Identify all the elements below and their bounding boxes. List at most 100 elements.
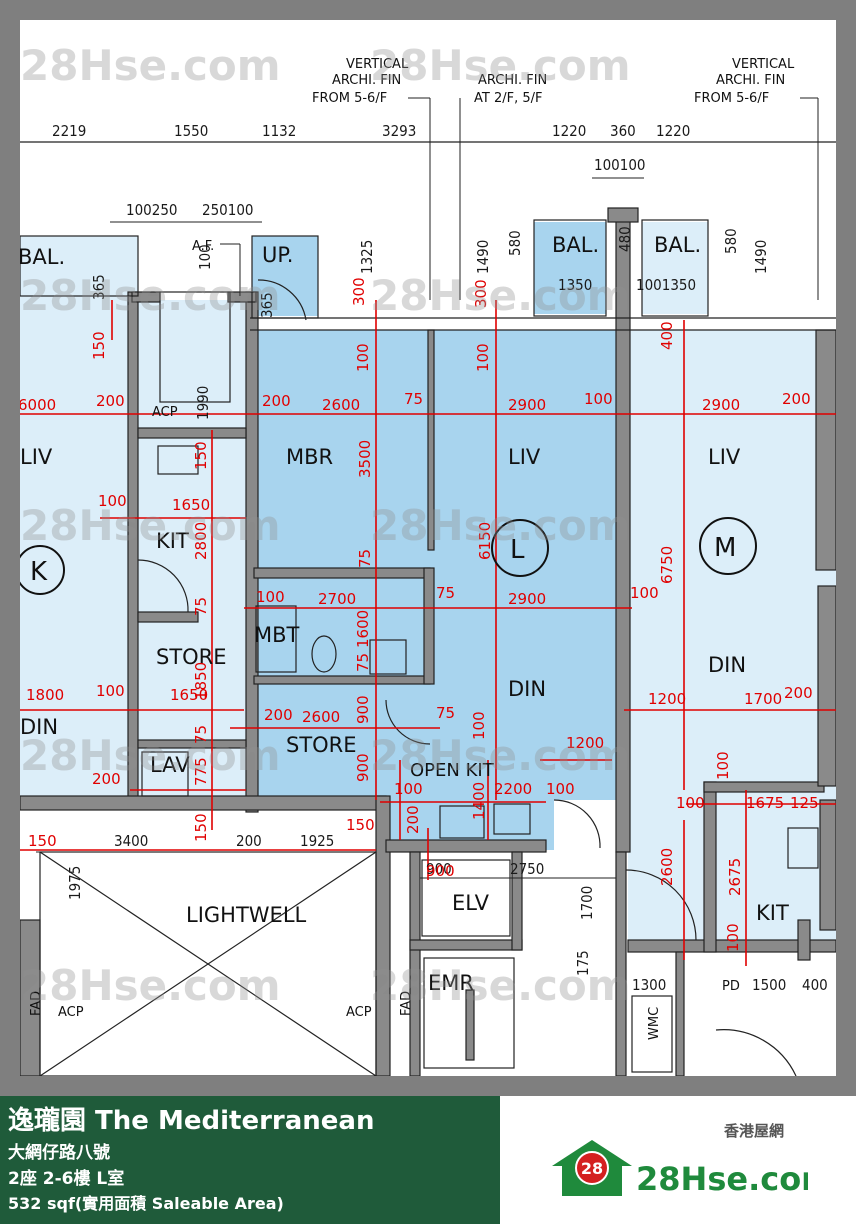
wall xyxy=(227,291,257,303)
dim-900b: 900 xyxy=(426,860,452,878)
footer-info-panel xyxy=(0,1096,520,1224)
wall xyxy=(20,795,387,811)
room-din-m: DIN xyxy=(708,653,746,677)
watermark: 28Hse.com xyxy=(370,961,631,1010)
dim-1550: 1550 xyxy=(174,122,208,140)
note-fin-left-3: FROM 5-6/F xyxy=(312,91,387,106)
red-dim-75e: 75 xyxy=(354,653,372,672)
sink xyxy=(787,827,819,869)
room-emr: EMR xyxy=(428,971,474,995)
red-dim-150c: 150 xyxy=(192,813,210,842)
watermark: 28Hse.com xyxy=(20,41,281,90)
red-dim-100b: 100 xyxy=(474,343,492,372)
logo-number: 28 xyxy=(581,1159,603,1178)
red-dim-150a: 150 xyxy=(90,331,108,360)
flat-l-fill xyxy=(254,330,624,800)
bathtub xyxy=(255,605,297,673)
room-open-kit: OPEN KIT xyxy=(410,760,495,781)
door-swing xyxy=(137,559,189,613)
red-dim-100i: 100 xyxy=(394,780,423,798)
red-dim-200b: 200 xyxy=(262,392,291,410)
door-swing xyxy=(553,799,601,849)
red-dim-2700: 2700 xyxy=(318,590,356,608)
flat-m-marker xyxy=(699,517,757,575)
room-bal-right: BAL. xyxy=(654,233,701,257)
wall xyxy=(511,851,523,951)
door-swing xyxy=(257,279,307,321)
wall xyxy=(703,781,717,953)
red-dim-2675: 2675 xyxy=(726,858,744,896)
room-store-k: STORE xyxy=(156,645,227,669)
red-dim-150b: 150 xyxy=(192,441,210,470)
outlines xyxy=(20,141,836,1076)
red-dim-100d: 100 xyxy=(98,492,127,510)
red-dim-100a: 100 xyxy=(354,343,372,372)
wall xyxy=(819,799,836,931)
hob xyxy=(439,805,485,839)
wall xyxy=(375,795,391,1076)
note-fin-right-3: FROM 5-6/F xyxy=(694,91,769,106)
label-l: L xyxy=(510,535,525,565)
dim-365a: 365 xyxy=(90,274,108,300)
door-swing xyxy=(715,1029,797,1076)
balcony-outline xyxy=(533,219,607,317)
note-fin-left-2: ARCHI. FIN xyxy=(332,73,401,88)
dim-1490a: 1490 xyxy=(474,240,492,274)
red-dim-3500: 3500 xyxy=(356,440,374,478)
red-dim-100m: 100 xyxy=(724,923,742,952)
wall xyxy=(385,839,547,853)
red-dim-900c: 900 xyxy=(354,753,372,782)
footer-brand-panel xyxy=(500,1096,856,1224)
red-dimension-texts: 300 300 100 100 150 6000 200 200 2600 75… xyxy=(20,277,819,952)
red-dim-100e: 100 xyxy=(256,588,285,606)
af-shaft xyxy=(159,291,231,403)
room-lightwell: LIGHTWELL xyxy=(186,903,307,927)
wall xyxy=(817,585,836,787)
dim-2750: 2750 xyxy=(510,860,544,878)
balcony-outline xyxy=(641,219,709,317)
red-dim-1700: 1700 xyxy=(744,690,782,708)
lav-box xyxy=(141,751,189,797)
dim-1325: 1325 xyxy=(358,240,376,274)
room-fad-left: FAD xyxy=(29,991,44,1016)
wall xyxy=(607,207,639,223)
dim-3400: 3400 xyxy=(114,832,148,850)
dim-1925: 1925 xyxy=(300,832,334,850)
door-swing xyxy=(625,869,697,941)
red-dim-75c: 75 xyxy=(192,597,210,616)
sink xyxy=(157,445,199,475)
dim-1500: 1500 xyxy=(752,976,786,994)
red-dim-300a: 300 xyxy=(350,277,368,306)
red-dim-100l: 100 xyxy=(714,751,732,780)
red-dimension-lines xyxy=(20,300,836,966)
red-dim-6750: 6750 xyxy=(658,546,676,584)
red-dim-2900a: 2900 xyxy=(508,396,546,414)
floor-plan: 2219 1550 1132 3293 1220 360 1220 100100… xyxy=(20,20,836,1076)
note-fin-right-2: ARCHI. FIN xyxy=(716,73,785,88)
dim-1975: 1975 xyxy=(66,866,84,900)
notes: VERTICAL ARCHI. FIN FROM 5-6/F ARCHI. FI… xyxy=(192,57,795,254)
dim-100-af: 100 xyxy=(196,244,214,270)
brand-chinese-name: 香港屋網 xyxy=(724,1122,785,1140)
wall xyxy=(797,919,811,961)
red-dim-100f: 100 xyxy=(630,584,659,602)
red-dim-150d: 150 xyxy=(28,832,57,850)
dim-1220b: 1220 xyxy=(656,122,690,140)
flat-l-bal-fill xyxy=(534,222,606,314)
red-dim-775: 775 xyxy=(192,757,210,786)
red-dim-2900c: 2900 xyxy=(508,590,546,608)
room-din-l: DIN xyxy=(508,677,546,701)
red-dim-100c: 100 xyxy=(584,390,613,408)
room-acp-left: ACP xyxy=(58,1005,84,1020)
dim-250100: 250100 xyxy=(202,201,254,219)
label-m: M xyxy=(714,533,736,563)
red-dim-2800: 2800 xyxy=(192,522,210,560)
door-swing xyxy=(385,699,431,745)
watermark: 28Hse.com xyxy=(370,41,631,90)
red-dim-400: 400 xyxy=(658,321,676,350)
dim-1300: 1300 xyxy=(632,976,666,994)
logo-badge xyxy=(575,1151,609,1185)
toilet xyxy=(311,635,337,673)
room-lav: LAV xyxy=(150,753,190,777)
watermark: 28Hse.com xyxy=(20,501,281,550)
